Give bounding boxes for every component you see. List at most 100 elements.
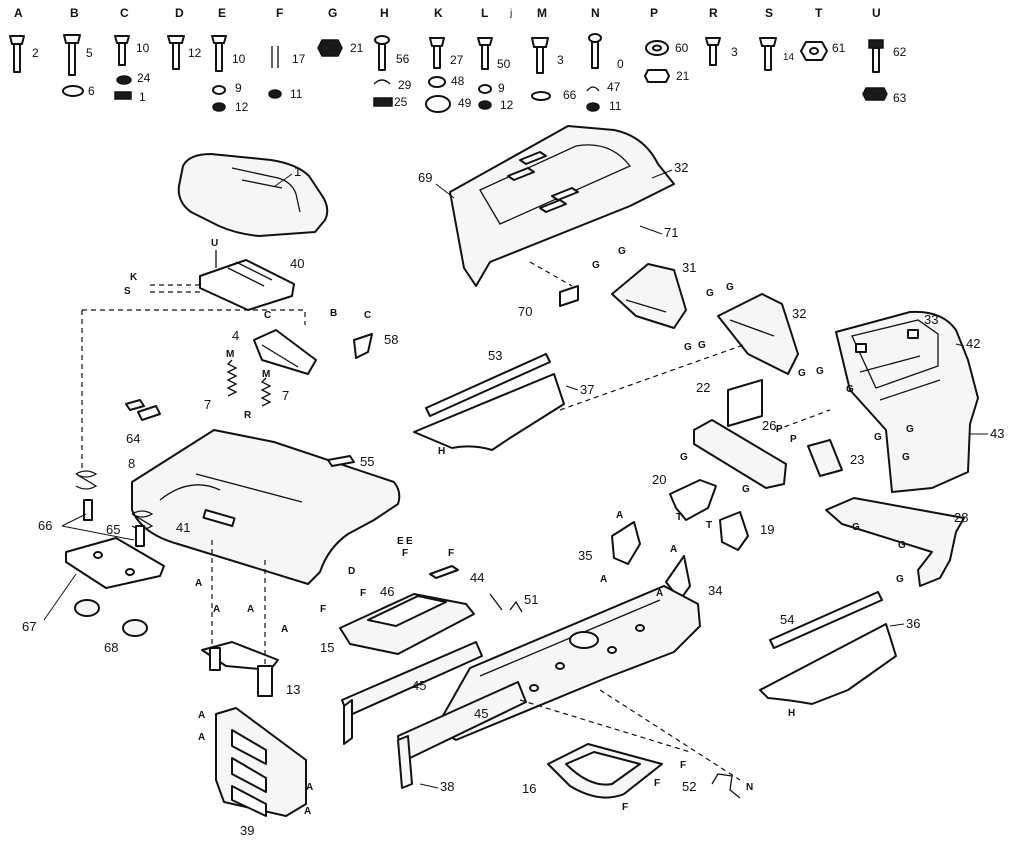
ref-a6: A: [198, 732, 205, 743]
callout-64: 64: [126, 431, 140, 446]
ref-d: D: [348, 566, 355, 577]
callout-28: 28: [954, 510, 968, 525]
hw-num-29: 29: [398, 78, 412, 92]
hw-letter-s: S: [765, 6, 773, 20]
callout-69: 70: [518, 304, 532, 319]
hw-bolt-e: [211, 35, 227, 112]
callout-58: 58: [384, 332, 398, 347]
hw-num-e10: 10: [232, 52, 246, 66]
ref-p2: P: [790, 434, 797, 445]
hw-nut-t: [800, 41, 828, 61]
callout-1: 1: [294, 164, 301, 179]
hw-num-48: 48: [451, 74, 465, 88]
callout-42: 42: [966, 336, 980, 351]
hw-num-10: 10: [136, 41, 150, 55]
ref-g2: G: [618, 246, 626, 257]
callout-53: 53: [488, 348, 502, 363]
ref-g10: G: [874, 432, 882, 443]
hw-num-56: 56: [396, 52, 410, 66]
ref-g4: G: [698, 340, 706, 351]
ref-a7: A: [306, 782, 313, 793]
callout-20: 20: [652, 472, 666, 487]
hw-letter-n: N: [591, 6, 600, 20]
callout-22: 22: [696, 380, 710, 395]
callout-39: 39: [240, 823, 254, 838]
callout-41: 41: [176, 520, 190, 535]
ref-g13: G: [680, 452, 688, 463]
ref-a1: A: [195, 578, 202, 589]
hw-num-21: 21: [350, 41, 364, 55]
hw-letter-m: M: [537, 6, 547, 20]
hw-pin-f: [268, 46, 282, 99]
ref-g6: G: [726, 282, 734, 293]
hw-num-49: 49: [458, 96, 472, 110]
callout-15: 15: [320, 640, 334, 655]
ref-a4: A: [281, 624, 288, 635]
hw-letter-a: A: [14, 6, 23, 20]
middle-brackets: 53 37 H 22 26 G G 23 20 T 19 T 35 A 34 A…: [413, 348, 968, 601]
callout-23: 23: [850, 452, 864, 467]
callout-16: 16: [522, 781, 536, 796]
callout-51: 51: [524, 592, 538, 607]
callout-65: 65: [106, 522, 120, 537]
callout-71: 71: [664, 225, 678, 240]
ref-a11: A: [600, 574, 607, 585]
hw-bolt-r: [705, 37, 721, 66]
hw-num-66: 66: [563, 88, 577, 102]
ref-u: U: [211, 238, 218, 249]
ref-f3: F: [448, 548, 454, 559]
hw-num-47: 47: [607, 80, 621, 94]
hw-num-m3: 3: [557, 53, 564, 67]
hw-num-17: 17: [292, 52, 306, 66]
hw-bolt-s: [759, 37, 777, 71]
ref-r: R: [244, 410, 252, 421]
ref-g17: G: [896, 574, 904, 585]
ref-g11: G: [906, 424, 914, 435]
hw-bolt-c: [114, 35, 132, 100]
hw-bolt-b: [62, 34, 84, 97]
ref-a9: A: [616, 510, 623, 521]
callout-7b: 7: [282, 388, 289, 403]
callout-33: 33: [924, 312, 938, 327]
hw-bolt-a: [9, 35, 25, 73]
hw-num-11: 11: [290, 87, 303, 101]
hw-bolt-d: [167, 35, 185, 70]
callout-54: 54: [780, 612, 794, 627]
hw-num-l12: 12: [500, 98, 514, 112]
callout-46: 46: [380, 584, 394, 599]
hw-num-27: 27: [450, 53, 464, 67]
ref-g3: G: [684, 342, 692, 353]
ref-f6: F: [680, 760, 686, 771]
callout-43: 43: [990, 426, 1004, 441]
callout-44: 44: [470, 570, 484, 585]
hw-num-n11: 11: [609, 99, 622, 113]
ref-g8: G: [816, 366, 824, 377]
ref-g1: G: [592, 260, 600, 271]
hw-num-63: 63: [893, 91, 907, 105]
ref-f1: F: [320, 604, 326, 615]
hw-bolt-m: [531, 37, 551, 101]
hw-letter-k: K: [434, 6, 443, 20]
ref-a3: A: [247, 604, 254, 615]
ref-g16: G: [898, 540, 906, 551]
ref-k: K: [130, 272, 138, 283]
ref-c: C: [264, 310, 271, 321]
callout-68: 68: [104, 640, 118, 655]
seat-assembly: 1 U 40 K S B 4 C C 58 M M 7 7 R 64 8: [22, 153, 413, 838]
hw-nut-g: [317, 39, 343, 57]
hw-num-50: 50: [497, 57, 511, 71]
callout-8: 8: [128, 456, 135, 471]
hw-num-62: 62: [893, 45, 907, 59]
hw-num-r3: 3: [731, 45, 738, 59]
hw-num-l9: 9: [498, 81, 505, 95]
ref-h1: H: [438, 446, 445, 457]
ref-j: j: [509, 8, 512, 19]
hw-letter-t: T: [815, 6, 823, 20]
hw-bolt-l: [477, 37, 493, 110]
callout-19: 19: [760, 522, 774, 537]
hardware-legend: A B C D E F G H K L M N P R S T U 2 5 6: [9, 6, 907, 114]
hw-num-12: 12: [188, 46, 202, 60]
callout-36: 36: [906, 616, 920, 631]
ref-e2: E: [406, 536, 413, 547]
